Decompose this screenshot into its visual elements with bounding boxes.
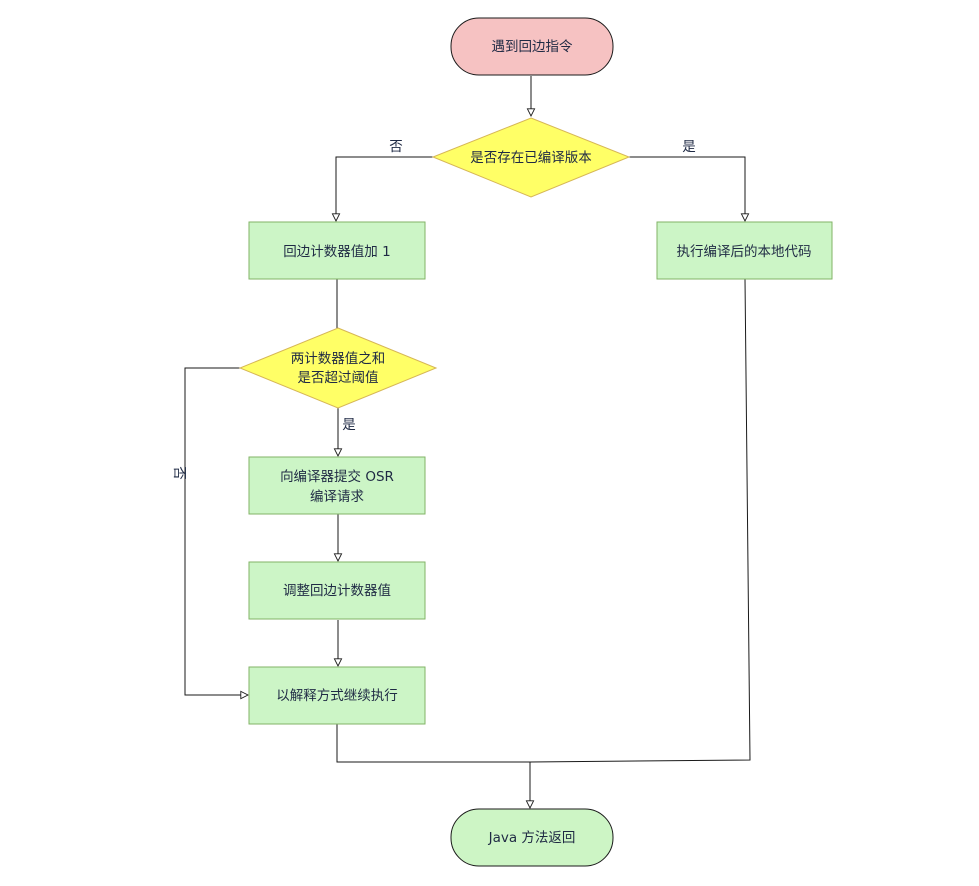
node-check-compiled: 是否存在已编译版本	[431, 117, 631, 198]
edge-label-threshold-no: 否	[171, 466, 187, 480]
threshold-label-line2: 是否超过阈值	[298, 370, 379, 386]
edge-threshold-no	[184, 367, 248, 695]
increment-counter-label: 回边计数器值加 1	[283, 244, 390, 260]
end-label: Java 方法返回	[488, 830, 576, 846]
submit-osr-process-shape	[248, 456, 426, 515]
node-submit-osr: 向编译器提交 OSR 编译请求	[248, 456, 426, 515]
increment-counter-process-shape	[248, 221, 426, 280]
adjust-counter-label: 调整回边计数器值	[283, 583, 391, 599]
submit-osr-label-line1: 向编译器提交 OSR	[280, 468, 394, 485]
threshold-label-line1: 两计数器值之和	[291, 351, 386, 367]
edge-label-compiled-yes: 是	[682, 139, 696, 155]
interpret-label: 以解释方式继续执行	[276, 688, 398, 704]
start-terminal-shape	[450, 17, 614, 76]
edge-label-threshold-yes: 是	[342, 417, 356, 433]
start-label: 遇到回边指令	[492, 39, 573, 55]
edge-native-to-end	[529, 278, 751, 763]
edge-check-no	[336, 156, 433, 221]
node-exec-native: 执行编译后的本地代码	[656, 221, 833, 280]
edge-label-compiled-no: 否	[389, 139, 403, 155]
interpret-process-shape	[248, 666, 426, 725]
submit-osr-label-line2: 编译请求	[310, 489, 364, 505]
node-threshold-check: 两计数器值之和 是否超过阈值	[238, 327, 438, 409]
check-compiled-decision-shape	[431, 117, 631, 198]
check-compiled-label: 是否存在已编译版本	[470, 150, 592, 166]
exec-native-process-shape	[656, 221, 833, 280]
edges	[184, 76, 751, 808]
threshold-decision-shape	[238, 327, 438, 409]
node-interpret: 以解释方式继续执行	[248, 666, 426, 725]
node-start: 遇到回边指令	[450, 17, 614, 76]
edge-check-yes	[629, 156, 745, 221]
adjust-counter-process-shape	[248, 561, 426, 620]
node-end: Java 方法返回	[450, 808, 614, 867]
end-terminal-shape	[450, 808, 614, 867]
edge-interpret-to-end	[336, 724, 530, 808]
node-increment-counter: 回边计数器值加 1	[248, 221, 426, 280]
node-adjust-counter: 调整回边计数器值	[248, 561, 426, 620]
exec-native-label: 执行编译后的本地代码	[677, 244, 812, 260]
